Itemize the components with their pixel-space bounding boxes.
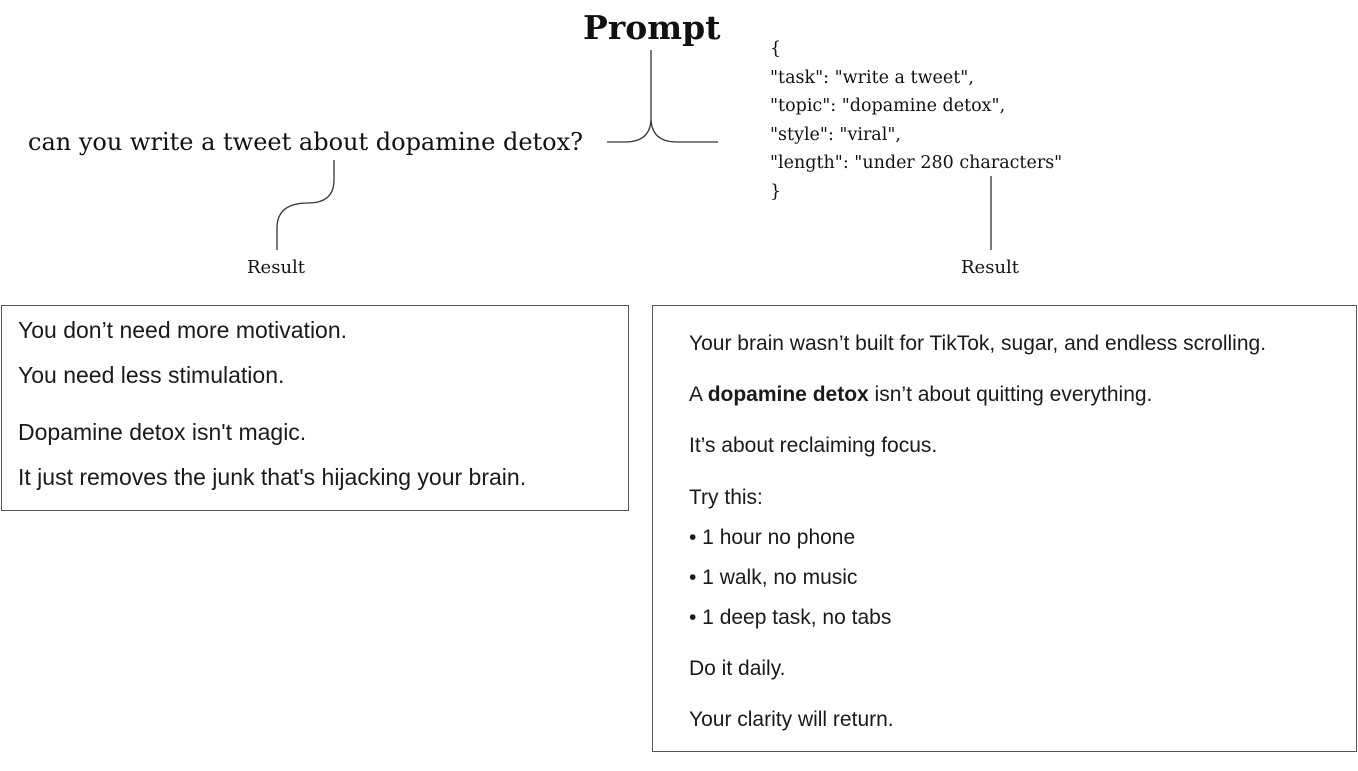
json-line: }	[770, 181, 782, 202]
result-line: Your brain wasn’t built for TikTok, suga…	[689, 332, 1267, 355]
left-result-box: You don’t need more motivation. You need…	[1, 305, 629, 511]
bullet-item: • 1 hour no phone	[689, 526, 856, 549]
json-line: "length": "under 280 characters"	[770, 153, 1063, 173]
result-line-with-bold: A dopamine detox isn’t about quitting ev…	[689, 381, 1152, 409]
json-line: "task": "write a tweet",	[770, 67, 974, 88]
plain-prompt-text: can you write a tweet about dopamine det…	[28, 128, 584, 156]
bullet-item: • 1 deep task, no tabs	[689, 606, 892, 629]
left-result-label: Result	[247, 257, 306, 278]
json-line: {	[770, 39, 782, 59]
left-result-connector	[276, 160, 335, 250]
result-line: Your clarity will return.	[689, 708, 894, 731]
right-result-box: Your brain wasn’t built for TikTok, suga…	[652, 305, 1357, 752]
result-line: Try this:	[689, 486, 763, 509]
json-line: "style": "viral",	[770, 124, 901, 145]
prompt-brace	[607, 50, 718, 143]
page-title: Prompt	[583, 8, 721, 47]
line-suffix: isn’t about quitting everything.	[868, 383, 1153, 406]
result-line: You don’t need more motivation.	[18, 317, 348, 343]
bullet-item: • 1 walk, no music	[689, 566, 858, 589]
json-prompt-block: { "task": "write a tweet", "topic": "dop…	[770, 35, 1062, 206]
result-line: You need less stimulation.	[18, 362, 285, 388]
result-line: It’s about reclaiming focus.	[689, 434, 938, 457]
result-line: It just removes the junk that's hijackin…	[18, 464, 527, 490]
line-prefix: A	[689, 383, 708, 406]
bold-phrase: dopamine detox	[707, 383, 869, 406]
result-line: Dopamine detox isn't magic.	[18, 419, 307, 445]
right-result-label: Result	[961, 257, 1020, 278]
result-line: Do it daily.	[689, 657, 786, 680]
json-line: "topic": "dopamine detox",	[770, 96, 1006, 116]
